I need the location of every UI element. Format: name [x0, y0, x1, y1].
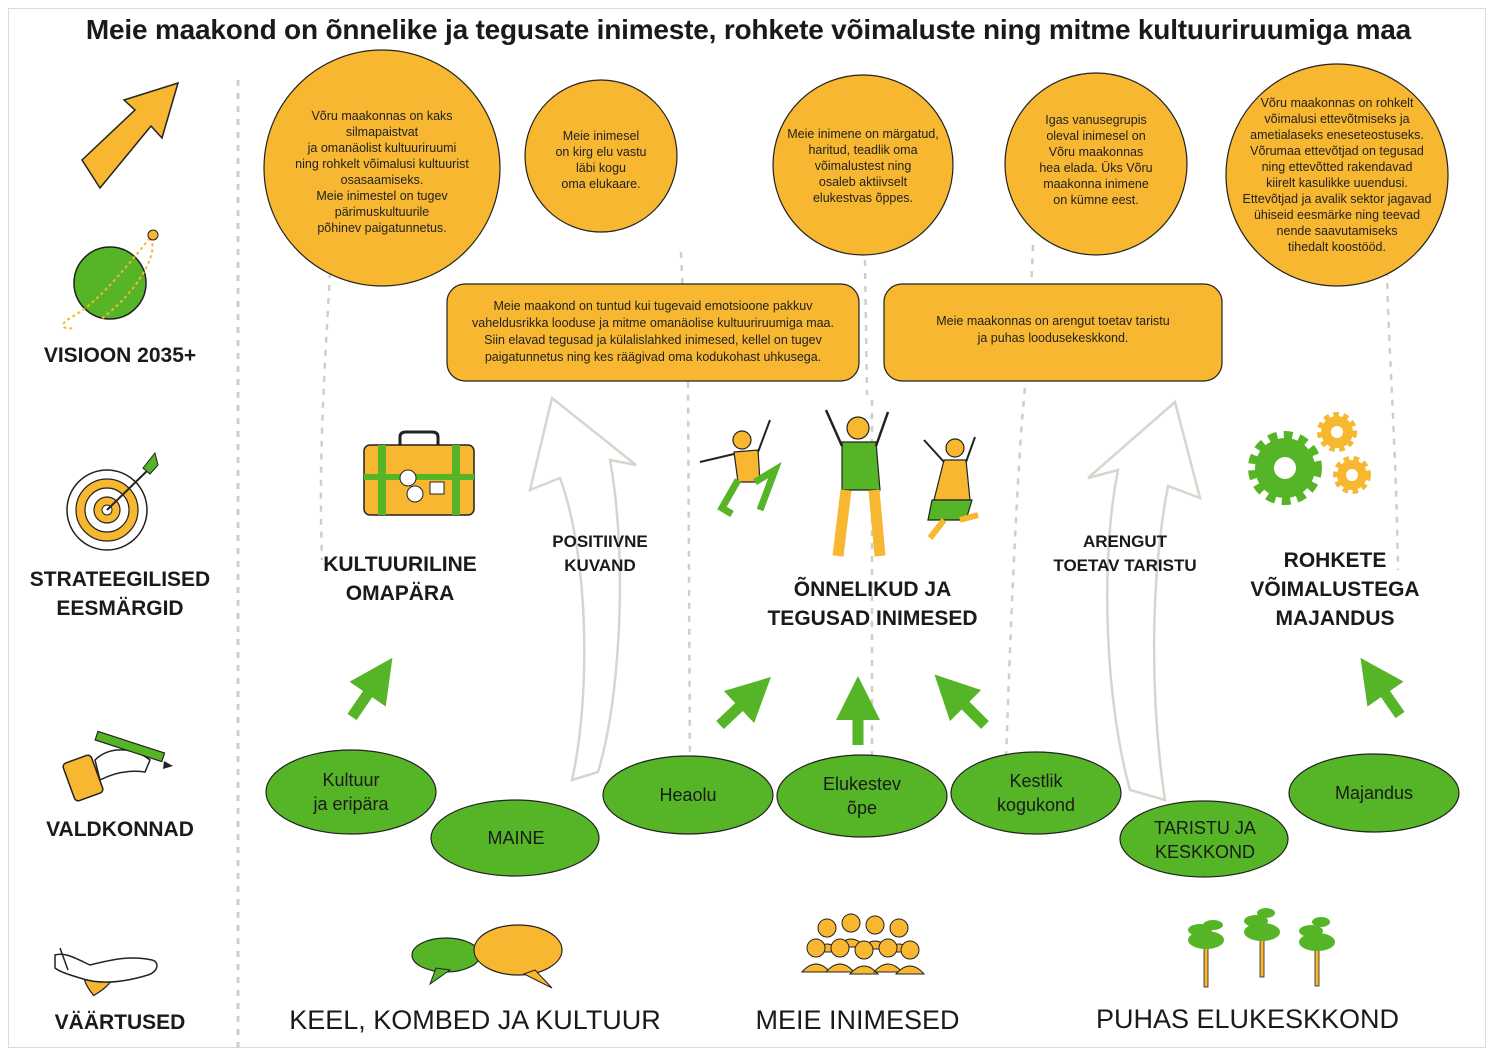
trees-icon — [1188, 908, 1335, 988]
value-language-culture: KEEL, KOMBED JA KULTUUR — [289, 1005, 661, 1035]
area-ellipses — [265, 749, 1460, 878]
vision-circle-text-1: Võru maakonnas on kaks silmapaistvat ja … — [295, 109, 469, 235]
area-label-infrastructure: TARISTU JA KESKKOND — [1154, 818, 1256, 862]
row-label-areas: VALDKONNAD — [46, 818, 194, 841]
goal-arrow-4 — [934, 674, 989, 729]
writing-hand-icon — [62, 730, 173, 802]
vision-box-1 — [446, 283, 860, 382]
area-label-image: MAINE — [487, 828, 545, 848]
vision-circle-3 — [772, 74, 954, 256]
target-icon — [66, 451, 159, 551]
value-clean-environment: PUHAS ELUKESKKOND — [1095, 1004, 1400, 1034]
infrastructure-arrow — [1087, 399, 1202, 802]
vision-circle-2 — [524, 79, 678, 233]
planet-orbit-icon — [62, 229, 159, 330]
area-label-lifelong-learning: Elukestev õpe — [822, 774, 902, 818]
suitcase-icon — [363, 430, 475, 516]
speech-bubbles-icon — [411, 924, 563, 989]
area-ellipse-3 — [602, 755, 774, 835]
area-label-wellbeing: Heaolu — [659, 785, 717, 805]
vision-box-text-2: Meie maakonnas on arengut toetav taristu… — [936, 314, 1170, 345]
vision-box-text-1: Meie maakond on tuntud kui tugevaid emot… — [472, 299, 834, 364]
vision-circle-text-4: Igas vanusegrupis oleval inimesel on Võr… — [1039, 113, 1153, 207]
heart-hand-icon — [54, 947, 158, 997]
goal-arrow-2 — [716, 676, 772, 730]
positive-image-arrow — [528, 395, 637, 782]
arrow-label-infrastructure: ARENGUT TOETAV TARISTU — [1053, 532, 1197, 575]
row-label-vision: VISIOON 2035+ — [43, 344, 197, 367]
vision-circle-text-3: Meie inimene on märgatud, haritud, teadl… — [787, 127, 939, 205]
goal-economy: ROHKETE VÕIMALUSTEGA MAJANDUS — [1250, 549, 1420, 630]
vision-box-2 — [883, 283, 1223, 382]
row-label-values: VÄÄRTUSED — [54, 1011, 186, 1034]
area-ellipse-6 — [1119, 800, 1289, 878]
value-our-people: MEIE INIMESED — [755, 1005, 960, 1035]
jumping-people-icon — [699, 409, 979, 557]
area-label-community: Kestlik kogukond — [996, 771, 1076, 815]
vision-circle-text-5: Võru maakonnas on rohkelt võimalusi ette… — [1242, 96, 1432, 254]
area-ellipse-7 — [1288, 753, 1460, 833]
area-ellipse-1 — [265, 749, 437, 835]
arrow-label-positive-image: POSITIIVNE KUVAND — [552, 532, 648, 575]
vision-circle-5 — [1225, 63, 1449, 287]
vision-circle-1 — [263, 49, 501, 287]
goal-arrows — [347, 657, 1405, 745]
gears-icon — [1248, 412, 1371, 505]
page-frame — [8, 8, 1486, 1048]
people-group-icon — [800, 913, 926, 975]
vision-circle-4 — [1004, 72, 1188, 256]
growth-arrow-icon — [81, 81, 180, 190]
goal-cultural-identity: KULTUURILINE OMAPÄRA — [323, 553, 477, 605]
goal-arrow-5 — [1360, 657, 1405, 719]
area-label-economy: Majandus — [1334, 783, 1414, 803]
row-label-goals: STRATEEGILISED EESMÄRGID — [29, 568, 211, 620]
area-label-culture: Kultuur ja eripära — [313, 770, 389, 814]
area-ellipse-5 — [950, 751, 1122, 835]
page-title: Meie maakond on õnnelike ja tegusate ini… — [85, 14, 1412, 45]
goal-happy-people: ÕNNELIKUD JA TEGUSAD INIMESED — [767, 578, 978, 630]
area-ellipse-4 — [776, 754, 948, 838]
vision-circle-text-2: Meie inimesel on kirg elu vastu läbi kog… — [555, 129, 647, 191]
area-ellipse-2 — [430, 799, 600, 877]
vision-circles — [263, 49, 1449, 287]
goal-arrow-1 — [347, 657, 393, 721]
